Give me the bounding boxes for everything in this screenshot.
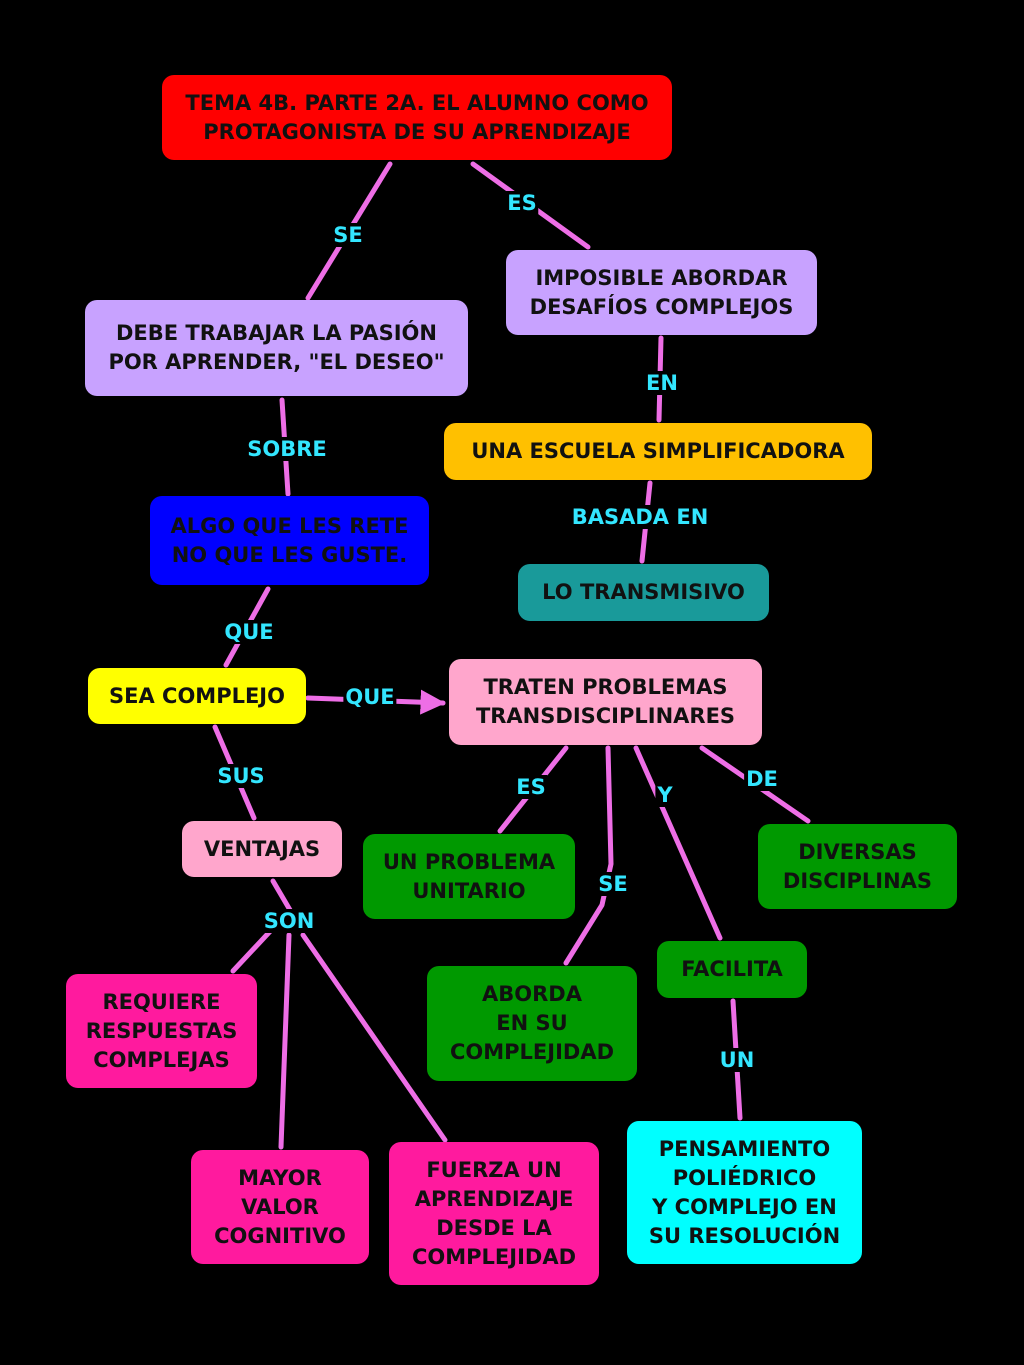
node-mayor: MAYOR VALOR COGNITIVO — [191, 1150, 369, 1264]
connector-label-rete-complejo: QUE — [222, 620, 276, 644]
node-transmisivo: LO TRANSMISIVO — [518, 564, 769, 621]
connector-label-escuela-transmisivo: BASADA EN — [569, 505, 711, 529]
connector-ventajas-mayor — [278, 932, 292, 1150]
connector-ventajas-fuerza — [300, 932, 448, 1143]
connector-label-traten-diversas: DE — [744, 767, 780, 791]
node-unitario: UN PROBLEMA UNITARIO — [363, 834, 575, 919]
node-traten: TRATEN PROBLEMAS TRANSDISCIPLINARES — [449, 659, 762, 745]
connector-label-traten-unitario: ES — [514, 775, 548, 799]
connector-label-title-pasion: SE — [331, 223, 365, 247]
node-fuerza: FUERZA UN APRENDIZAJE DESDE LA COMPLEJID… — [389, 1142, 599, 1285]
node-aborda: ABORDA EN SU COMPLEJIDAD — [427, 966, 637, 1081]
connector-label-traten-facilita: Y — [655, 783, 675, 807]
connector-label-title-imposible: ES — [505, 191, 539, 215]
connector-label-ventajas-requiere: SON — [261, 909, 317, 933]
connector-label-facilita-pensamiento: UN — [717, 1048, 757, 1072]
node-ventajas: VENTAJAS — [182, 821, 342, 877]
node-complejo: SEA COMPLEJO — [88, 668, 306, 724]
node-diversas: DIVERSAS DISCIPLINAS — [758, 824, 957, 909]
connector-label-complejo-ventajas: SUS — [215, 764, 267, 788]
node-pasion: DEBE TRABAJAR LA PASIÓN POR APRENDER, "E… — [85, 300, 468, 396]
node-rete: ALGO QUE LES RETE NO QUE LES GUSTE. — [150, 496, 429, 585]
node-escuela: UNA ESCUELA SIMPLIFICADORA — [444, 423, 872, 480]
node-facilita: FACILITA — [657, 941, 807, 998]
node-requiere: REQUIERE RESPUESTAS COMPLEJAS — [66, 974, 257, 1088]
node-pensamiento: PENSAMIENTO POLIÉDRICO Y COMPLEJO EN SU … — [627, 1121, 862, 1264]
node-imposible: IMPOSIBLE ABORDAR DESAFÍOS COMPLEJOS — [506, 250, 817, 335]
node-title: TEMA 4B. PARTE 2A. EL ALUMNO COMO PROTAG… — [162, 75, 672, 160]
connector-label-imposible-escuela: EN — [644, 371, 680, 395]
connector-label-pasion-rete: SOBRE — [245, 437, 329, 461]
connector-label-complejo-traten: QUE — [343, 685, 397, 709]
connector-traten-facilita — [633, 745, 723, 941]
connector-label-traten-aborda: SE — [596, 872, 630, 896]
